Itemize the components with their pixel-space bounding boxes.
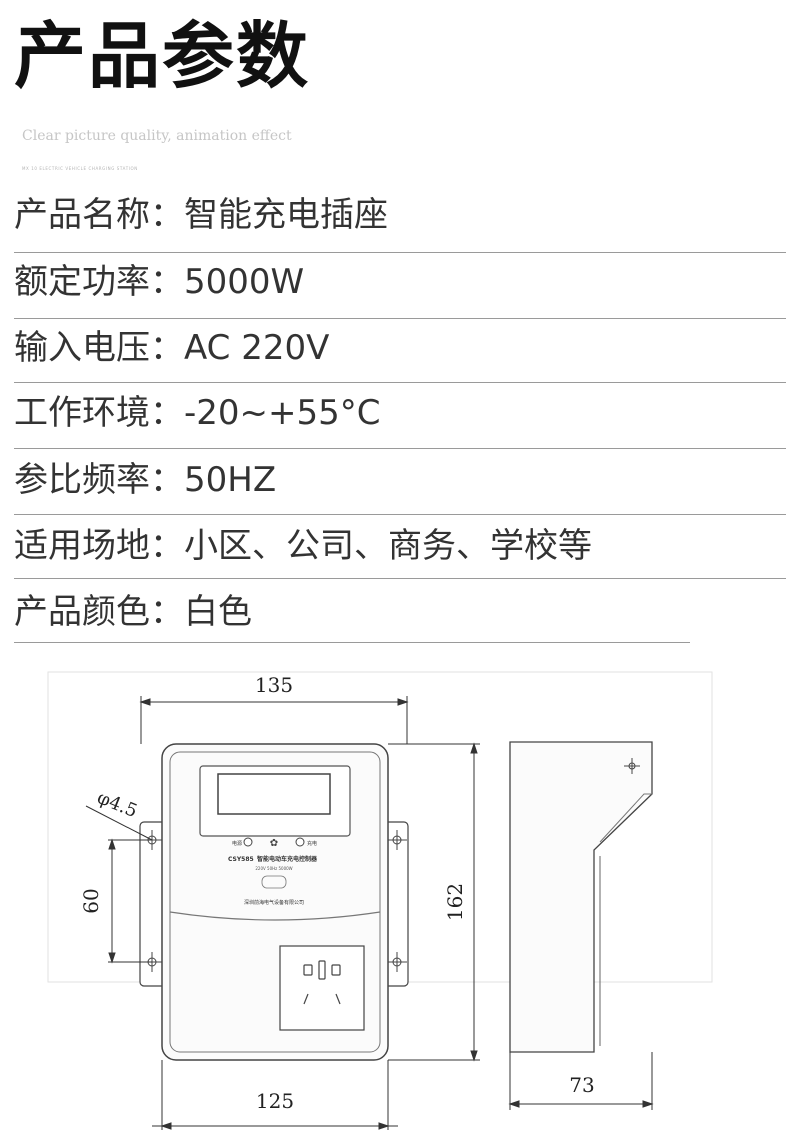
bottom-width-dimension [152, 1060, 398, 1130]
spec-colon: ： [150, 195, 184, 235]
nfc-card-icon [261, 875, 287, 889]
device-rating: 220V 50Hz 5000W [255, 866, 292, 871]
dim-bottom-width: 125 [256, 1089, 294, 1113]
display-screen [217, 773, 331, 815]
spec-colon: ： [150, 393, 184, 433]
spec-divider [14, 578, 786, 579]
page-title: 产品参数 [14, 14, 311, 98]
hole-spacing-dimension [108, 838, 152, 964]
page-subtitle: Clear picture quality, animation effect [22, 128, 292, 144]
spec-label: 产品颜色 [14, 592, 150, 632]
spec-label: 工作环境 [14, 393, 150, 433]
spec-colon: ： [150, 328, 184, 368]
spec-label: 产品名称 [14, 195, 150, 235]
dim-depth: 73 [569, 1073, 594, 1097]
indicator-left-label: 电源 [232, 840, 242, 847]
side-crosshair-icon [624, 758, 640, 774]
hole-leader-line [85, 805, 153, 841]
top-width-dimension [139, 696, 409, 744]
spec-colon: ： [150, 460, 184, 500]
indicator-right-label: 充电 [307, 840, 317, 847]
device-model: CSY585 [228, 856, 254, 863]
spec-colon: ： [150, 592, 184, 632]
spec-value: 智能充电插座 [184, 195, 388, 235]
side-view-outline [509, 741, 653, 1053]
spec-colon: ： [150, 526, 184, 566]
spec-divider [14, 642, 690, 643]
logo-icon: ✿ [270, 838, 278, 849]
spec-row-voltage: 输入电压：AC 220V [14, 328, 329, 368]
spec-row-name: 产品名称：智能充电插座 [14, 195, 388, 235]
spec-value: 5000W [184, 262, 305, 302]
spec-colon: ： [150, 262, 184, 302]
spec-divider [14, 252, 786, 253]
spec-value: -20~+55°C [184, 393, 381, 433]
panel-divider [169, 911, 381, 921]
spec-label: 适用场地 [14, 526, 150, 566]
side-view-bevel [599, 793, 652, 843]
spec-value: 50HZ [184, 460, 277, 500]
spec-row-frequency: 参比频率：50HZ [14, 460, 276, 500]
spec-divider [14, 382, 786, 383]
spec-label: 参比频率 [14, 460, 150, 500]
indicator-led-left [243, 837, 253, 847]
device-maker: 深圳前海电气设备有限公司 [244, 899, 304, 906]
dim-hole-spacing: 60 [79, 888, 103, 913]
spec-row-color: 产品颜色：白色 [14, 592, 252, 632]
height-dimension [388, 742, 480, 1062]
dim-hole-diameter: φ4.5 [94, 787, 140, 822]
spec-row-venues: 适用场地：小区、公司、商务、学校等 [14, 526, 592, 566]
spec-divider [14, 448, 786, 449]
spec-divider [14, 514, 786, 515]
depth-dimension [508, 1052, 654, 1110]
spec-row-power: 额定功率：5000W [14, 262, 304, 302]
spec-label: 额定功率 [14, 262, 150, 302]
spec-value: 小区、公司、商务、学校等 [184, 526, 592, 566]
spec-divider [14, 318, 786, 319]
dimension-drawing: 135 电源 充电 ✿ CSY585 智能电动车充电控制器 220V 50Hz … [47, 671, 713, 1130]
dim-height: 162 [443, 883, 467, 921]
page-tagline: MX 10 ELECTRIC VEHICLE CHARGING STATION [22, 166, 138, 171]
dim-top-width: 135 [255, 673, 293, 697]
device-name: 智能电动车充电控制器 [257, 855, 318, 863]
spec-row-environment: 工作环境：-20~+55°C [14, 393, 381, 433]
device-body-inner [169, 751, 381, 1053]
indicator-led-right [295, 837, 305, 847]
spec-value: 白色 [184, 592, 252, 632]
spec-label: 输入电压 [14, 328, 150, 368]
socket-plate [279, 945, 365, 1031]
spec-value: AC 220V [184, 328, 330, 368]
socket-outlet-icon [303, 960, 341, 1005]
